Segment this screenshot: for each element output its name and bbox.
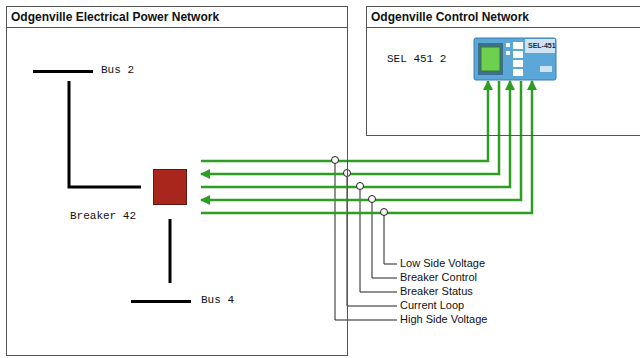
power-wire	[169, 219, 172, 283]
relay-button	[513, 60, 523, 67]
panel-heading: Odgenville Electrical Power Network	[7, 7, 347, 28]
relay-screen	[481, 47, 500, 71]
device-label: SEL 451 2	[387, 53, 446, 66]
signal-line	[201, 81, 510, 187]
relay-button	[513, 42, 523, 49]
leader-line	[384, 216, 397, 265]
signal-name: Breaker Control	[400, 271, 477, 284]
bus-label: Bus 2	[101, 64, 134, 77]
leader-dot	[332, 157, 339, 164]
signal-name: High Side Voltage	[400, 313, 487, 326]
signal-line	[201, 81, 488, 161]
breaker-label: Breaker 42	[70, 210, 136, 223]
signal-name: Breaker Status	[400, 285, 473, 298]
relay-body	[474, 38, 556, 80]
signal-name: Current Loop	[400, 299, 464, 312]
leader-line	[360, 190, 397, 293]
network-panel: Odgenville Electrical Power NetworkBus 2…	[6, 6, 348, 356]
signal-line	[201, 81, 499, 174]
leader-dot	[369, 196, 376, 203]
signal-line	[201, 81, 521, 200]
power-wire	[69, 81, 141, 187]
bus-label: Bus 4	[201, 294, 234, 307]
leader-line	[347, 177, 397, 307]
relay-device	[474, 38, 556, 80]
relay-screen-frame	[478, 43, 503, 75]
relay-button	[506, 43, 510, 47]
leader-dot	[381, 209, 388, 216]
relay-badge	[540, 66, 552, 72]
leader-dot	[344, 170, 351, 177]
signal-name: Low Side Voltage	[400, 257, 485, 270]
panel-heading: Odgenville Control Network	[367, 7, 640, 28]
device-model-text: SEL-451	[528, 41, 556, 50]
relay-button	[513, 51, 523, 58]
relay-button	[513, 69, 523, 76]
relay-button	[506, 51, 510, 55]
bus-bar: Bus 4	[131, 300, 191, 303]
leader-dot	[357, 183, 364, 190]
relay-nameplate	[525, 39, 555, 53]
network-panel: Odgenville Control NetworkSEL 451 2	[366, 6, 640, 136]
bus-bar: Bus 2	[33, 70, 93, 73]
breaker-box: Breaker 42	[153, 169, 187, 205]
